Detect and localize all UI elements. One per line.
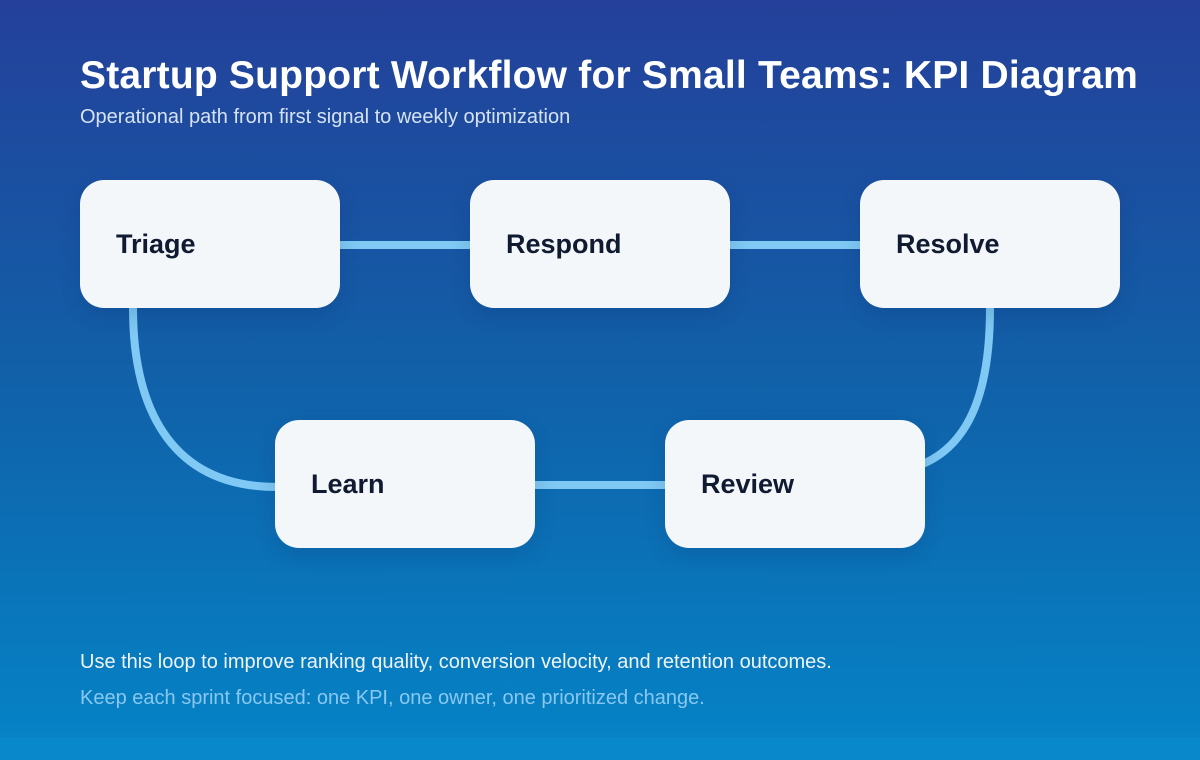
connector-learn-triage (129, 304, 281, 491)
node-learn: Learn (275, 420, 535, 548)
node-resolve: Resolve (860, 180, 1120, 308)
footer-note-secondary: Keep each sprint focused: one KPI, one o… (80, 687, 705, 709)
node-respond: Respond (470, 180, 730, 308)
node-triage: Triage (80, 180, 340, 308)
footer-bar (0, 738, 1200, 760)
connector-resolve-review (921, 304, 994, 467)
node-resolve-label: Resolve (896, 228, 1000, 259)
page-title: Startup Support Workflow for Small Teams… (80, 54, 1138, 97)
node-respond-label: Respond (506, 228, 622, 259)
node-review-label: Review (701, 468, 795, 499)
node-learn-label: Learn (311, 468, 385, 499)
page-subtitle: Operational path from first signal to we… (80, 106, 571, 128)
node-review: Review (665, 420, 925, 548)
node-triage-label: Triage (116, 228, 196, 259)
footer-note-primary: Use this loop to improve ranking quality… (80, 651, 832, 673)
